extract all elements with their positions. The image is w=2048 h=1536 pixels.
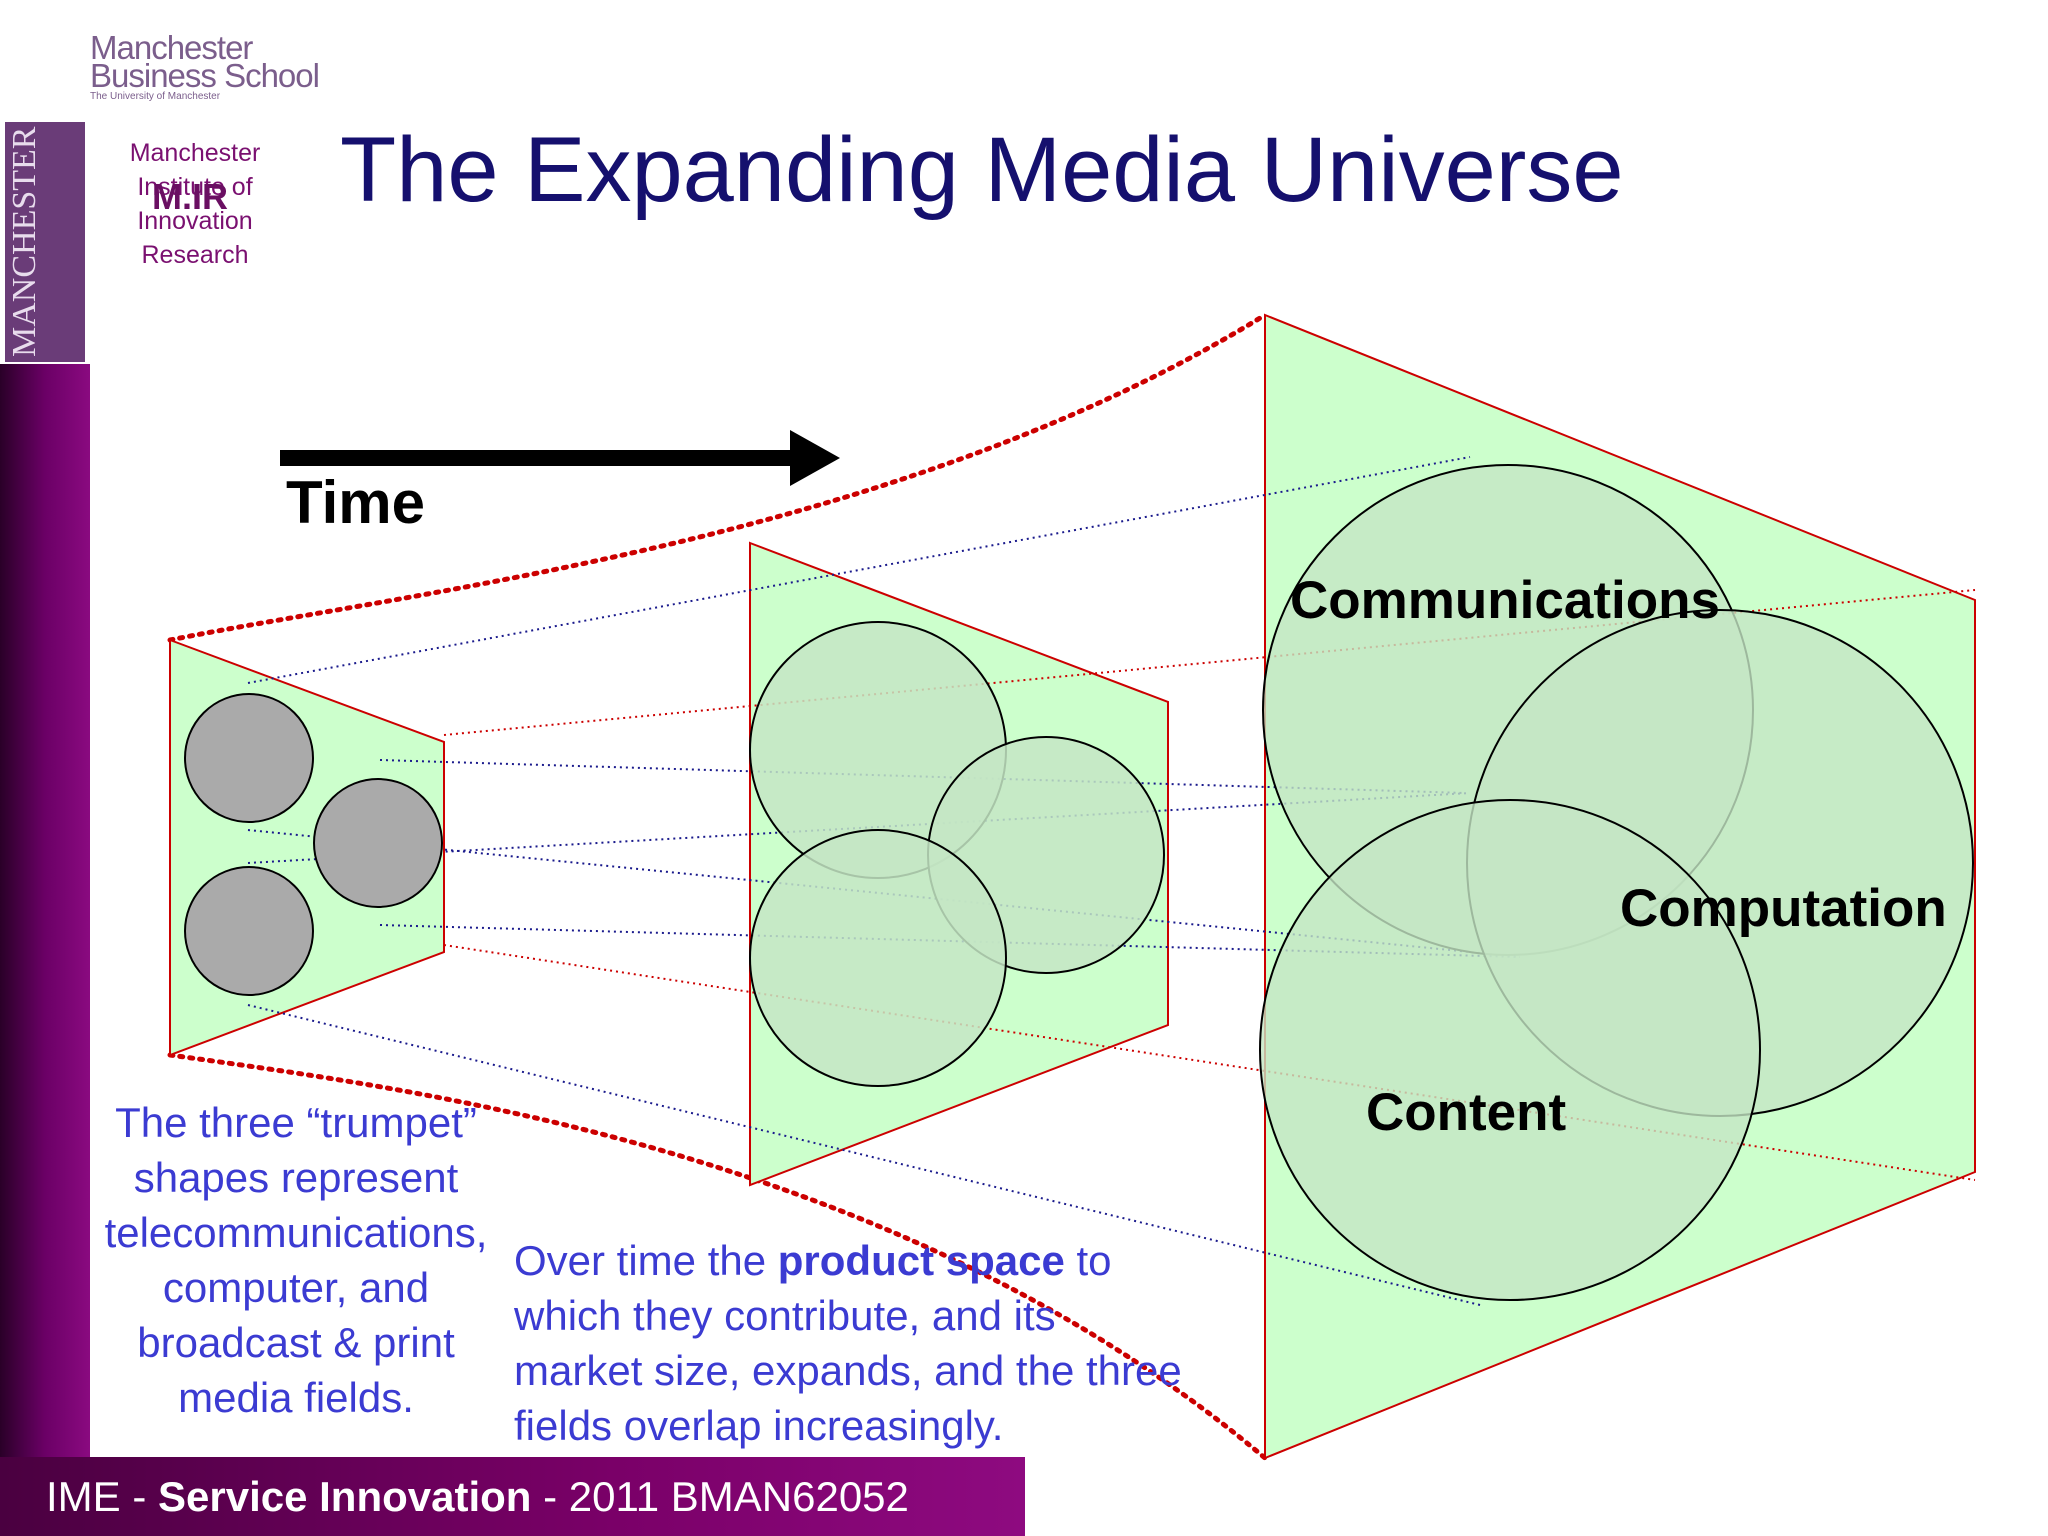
small-circle-computation xyxy=(313,778,443,908)
note-right-text-end: to which they contribute, and its market… xyxy=(514,1237,1182,1449)
trumpet-lower-edge xyxy=(167,1052,1268,1461)
logo-line-1: Manchester xyxy=(90,29,253,66)
footer-bar: IME - Service Innovation - 2011 BMAN6205… xyxy=(0,1457,1025,1536)
time-arrow xyxy=(280,430,840,486)
large-circle-content xyxy=(1259,799,1761,1301)
label-content: Content xyxy=(1366,1083,1567,1142)
note-trumpet-shapes: The three “trumpet” shapes represent tel… xyxy=(104,1099,488,1421)
small-circle-communications xyxy=(184,693,314,823)
medium-circle-content xyxy=(749,829,1007,1087)
institute-abbreviation: M.IR xyxy=(152,176,228,217)
note-right-emphasis: product space xyxy=(777,1237,1065,1284)
logo-line-3: The University of Manchester xyxy=(90,91,221,102)
time-arrow-head xyxy=(790,430,840,486)
time-label: Time xyxy=(286,469,425,536)
mbs-logo: Manchester Business School The Universit… xyxy=(90,29,320,104)
connector-line xyxy=(443,589,1976,736)
small-circle-content xyxy=(184,866,314,996)
trumpet-upper-edge xyxy=(167,312,1268,643)
footer-text: IME - Service Innovation - 2011 BMAN6205… xyxy=(0,1457,1025,1536)
institute-text: Manchester Institute of Innovation Resea… xyxy=(129,139,261,269)
label-communications: Communications xyxy=(1290,571,1720,630)
logo-line-2: Business School xyxy=(90,57,320,94)
manchester-crest: MANCHESTER xyxy=(5,122,85,362)
note-right-text: Over time the xyxy=(514,1237,778,1284)
page-title: The Expanding Media Universe xyxy=(340,119,1624,221)
time-arrow-shaft xyxy=(280,450,800,466)
connector-line xyxy=(247,1004,1481,1306)
label-computation: Computation xyxy=(1620,879,1947,938)
footer-course-name: Service Innovation xyxy=(158,1473,532,1520)
note-product-space: Over time the product space to which the… xyxy=(514,1233,1194,1453)
side-strip xyxy=(0,364,90,1461)
footer-prefix: IME - xyxy=(46,1473,158,1520)
connector-line xyxy=(379,759,1466,794)
footer-course-code: - 2011 BMAN62052 xyxy=(531,1473,909,1520)
